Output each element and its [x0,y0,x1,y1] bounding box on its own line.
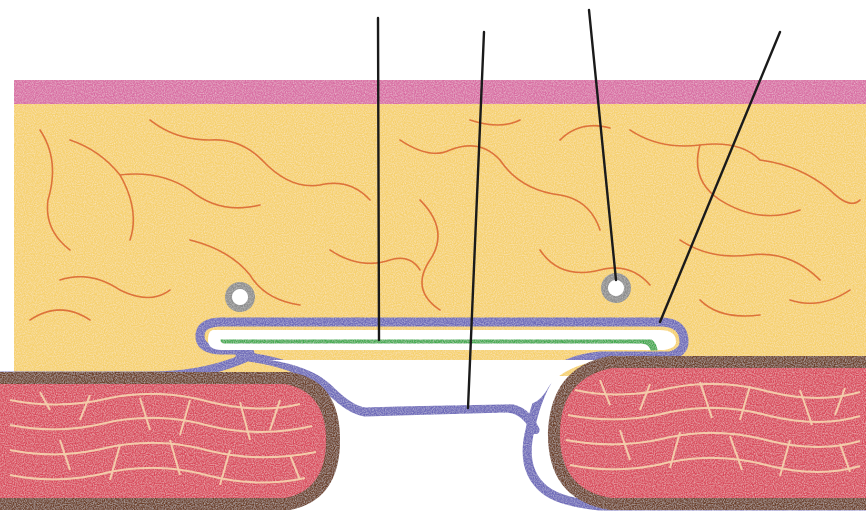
skin-layer [14,80,866,106]
left-muscle [0,372,340,510]
leader-line-1 [378,18,379,340]
left-muscle-body [0,384,326,498]
left-vessel-ring [225,282,255,312]
right-muscle [548,356,866,510]
